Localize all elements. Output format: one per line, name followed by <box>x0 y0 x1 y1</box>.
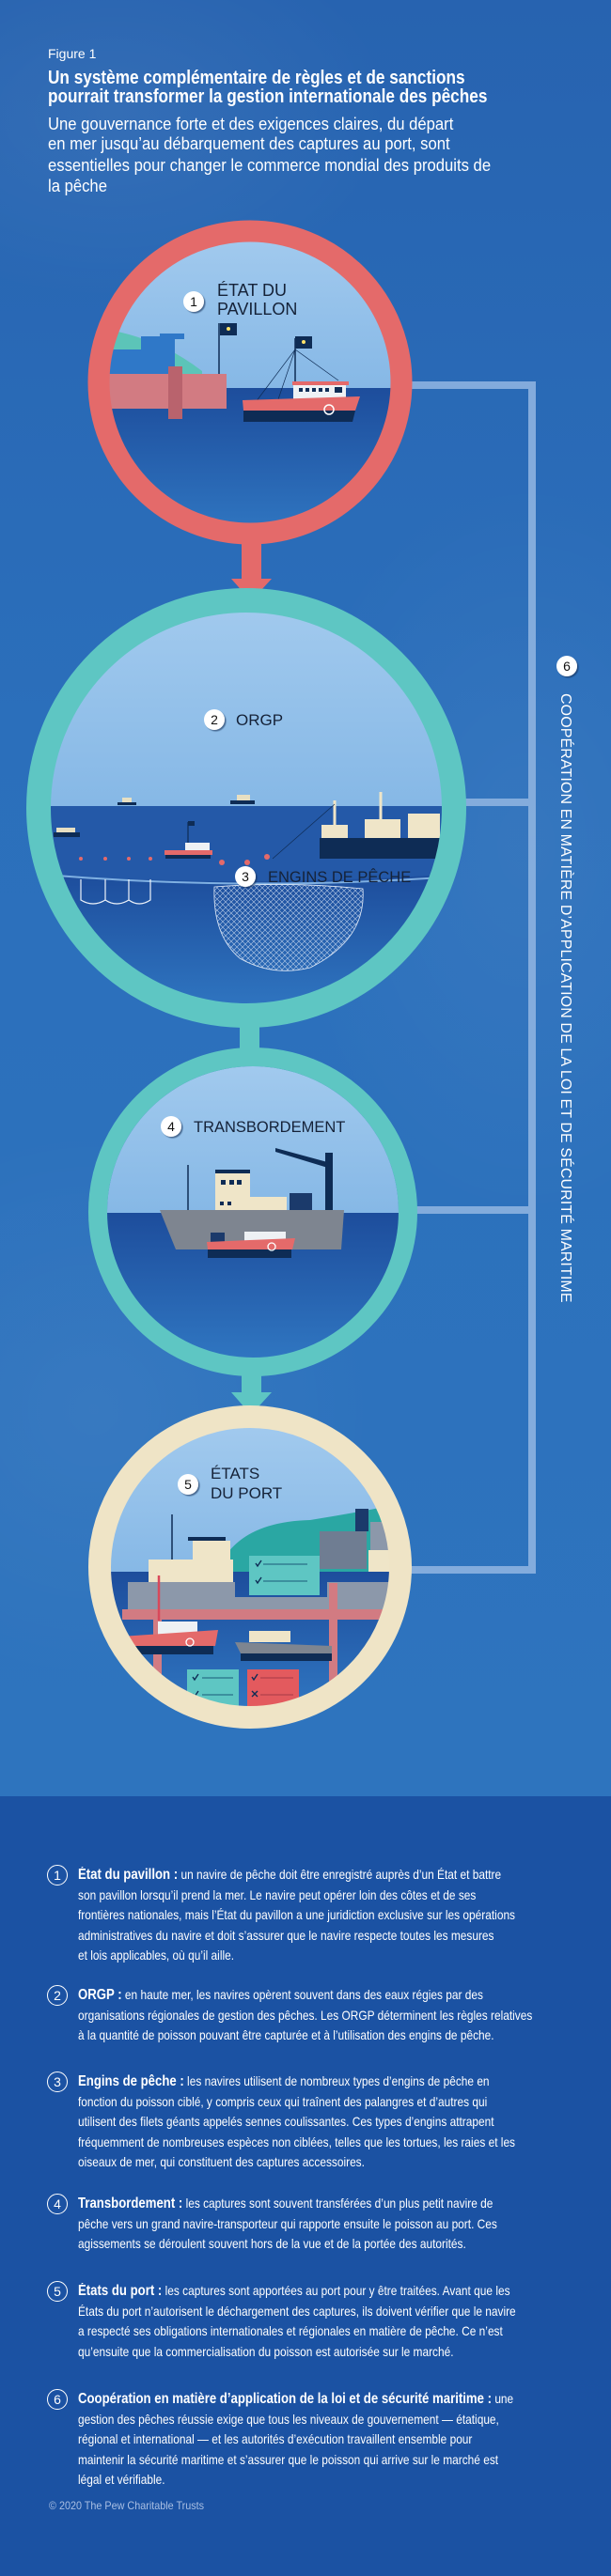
note-line: et lois applicables, où qu’il aille. <box>78 1948 235 1963</box>
stage-2-label: 2 ORGP <box>204 709 283 730</box>
small-trawler <box>164 821 212 859</box>
svg-text:TRANSBORDEMENT: TRANSBORDEMENT <box>194 1119 345 1136</box>
note-line: les captures sont souvent transférées d’… <box>185 2196 494 2211</box>
svg-text:2: 2 <box>211 712 218 727</box>
note-line: un navire de pêche doit être enregistré … <box>180 1867 502 1882</box>
note-line: une <box>494 2391 514 2406</box>
note-line: utilisent des filets géants appelés senn… <box>78 2114 494 2130</box>
stage-5-label: 5 ÉTATS DU PORT <box>178 1465 282 1502</box>
note-line: qu’ensuite que la commercialisation du p… <box>78 2343 454 2359</box>
figure-subtitle-line: en mer jusqu’au débarquement des capture… <box>48 133 450 153</box>
purse-seiner <box>272 792 443 860</box>
note-title: Transbordement : <box>78 2196 183 2211</box>
number-badge: 5 <box>47 2281 68 2302</box>
number-badge: 6 <box>47 2389 68 2410</box>
note-line: fréquemment de nombreuses espèces non ci… <box>78 2134 516 2149</box>
cooperation-bracket <box>410 381 536 1574</box>
svg-text:4: 4 <box>167 1119 175 1134</box>
note-line: à la quantité de poisson pouvant être ca… <box>78 2027 494 2043</box>
note-line: agissements se déroulent souvent hors de… <box>78 2236 466 2252</box>
note-title: État du pavillon : <box>78 1867 179 1883</box>
note-line: gestion des pêches réussie exige que tou… <box>78 2411 499 2427</box>
figure-subtitle-line: Une gouvernance forte et des exigences c… <box>48 114 454 133</box>
figure-title-line: pourrait transformer la gestion internat… <box>48 86 488 107</box>
svg-text:5: 5 <box>184 1477 192 1492</box>
number-badge: 4 <box>47 2194 68 2214</box>
number-badge: 1 <box>47 1865 68 1885</box>
note-line: légal et vérifiable. <box>78 2472 165 2488</box>
note-line: son pavillon lorsqu’il prend la mer. Le … <box>78 1886 477 1902</box>
note-title: Engins de pêche : <box>78 2073 184 2089</box>
note-line: les captures sont apportées au port pour… <box>164 2283 510 2298</box>
svg-text:ÉTATS: ÉTATS <box>211 1465 259 1482</box>
note-line: maintenir la sécurité maritime et s’assu… <box>78 2451 499 2467</box>
cooperation-vertical-label: COOPÉRATION EN MATIÈRE D’APPLICATION DE … <box>557 693 573 1303</box>
svg-text:ENGINS DE PÊCHE: ENGINS DE PÊCHE <box>268 868 411 886</box>
fishing-boat <box>120 1575 218 1654</box>
stage-6-badge: 6 <box>556 656 577 676</box>
flag-state-ring <box>87 220 413 545</box>
port-state-ring <box>88 1405 412 1729</box>
number-badge: 3 <box>47 2072 68 2092</box>
note-line: les navires utilisent de nombreux types … <box>187 2073 490 2088</box>
number-badge-1 <box>183 291 204 312</box>
note-title: ORGP : <box>78 1987 122 2003</box>
svg-text:6: 6 <box>563 659 571 674</box>
number-badge-5 <box>178 1474 198 1495</box>
number-badge-3 <box>235 866 256 887</box>
gray-boat <box>235 1631 332 1661</box>
note-line: pêche vers un grand navire-transporteur … <box>78 2215 497 2231</box>
svg-text:3: 3 <box>242 869 249 884</box>
note-line: fonction du poisson ciblé, y compris ceu… <box>78 2093 488 2109</box>
figure-subtitle-line: la pêche <box>48 176 107 195</box>
note-line: en haute mer, les navires opèrent souven… <box>124 1987 483 2002</box>
note-line: oiseaux de mer, qui constituent des capt… <box>78 2154 365 2170</box>
note-line: États du port n’autorisent le déchargeme… <box>78 2303 516 2319</box>
carrier-ship <box>160 1148 344 1249</box>
checklist-approved <box>187 1556 320 1707</box>
rfmo-ring <box>26 588 466 1028</box>
fishing-boat <box>243 336 360 422</box>
stage-3-label: 3 ENGINS DE PÊCHE <box>235 866 411 887</box>
svg-text:ÉTAT DU: ÉTAT DU <box>217 281 287 300</box>
note-title: États du port : <box>78 2283 163 2299</box>
note-title: Coopération en matière d’application de … <box>78 2391 493 2407</box>
number-badge: 2 <box>47 1985 68 2006</box>
stage-4-label: 4 TRANSBORDEMENT <box>161 1116 345 1137</box>
svg-text:1: 1 <box>190 294 197 309</box>
note-line: régional et international — et les autor… <box>78 2431 473 2447</box>
figure-title-line: Un système complémentaire de règles et d… <box>48 68 465 88</box>
copyright: © 2020 The Pew Charitable Trusts <box>49 2499 205 2512</box>
svg-text:ORGP: ORGP <box>236 711 283 729</box>
number-badge-2 <box>204 709 225 730</box>
number-badge-4 <box>161 1116 181 1137</box>
note-line: frontières nationales, mais l’État du pa… <box>78 1907 516 1923</box>
note-line: a respecté ses obligations international… <box>78 2323 503 2339</box>
fishing-boat <box>207 1232 295 1258</box>
stage-1-label: 1 ÉTAT DU PAVILLON <box>183 281 297 318</box>
figure-subtitle-line: essentielles pour changer le commerce mo… <box>48 155 492 175</box>
svg-text:DU PORT: DU PORT <box>211 1484 282 1502</box>
note-line: administratives du navire et doit s’assu… <box>78 1927 494 1943</box>
note-line: organisations régionales de gestion des … <box>78 2007 533 2023</box>
governance-diagram: 1 ÉTAT DU PAVILLON 2 ORGP 3 ENGINS DE PÊ… <box>26 220 577 1729</box>
longline <box>80 879 151 905</box>
purse-seine-net <box>213 884 364 971</box>
transshipment-ring <box>88 1047 417 1376</box>
figure-label: Figure 1 <box>48 46 97 61</box>
svg-text:PAVILLON: PAVILLON <box>217 300 297 318</box>
